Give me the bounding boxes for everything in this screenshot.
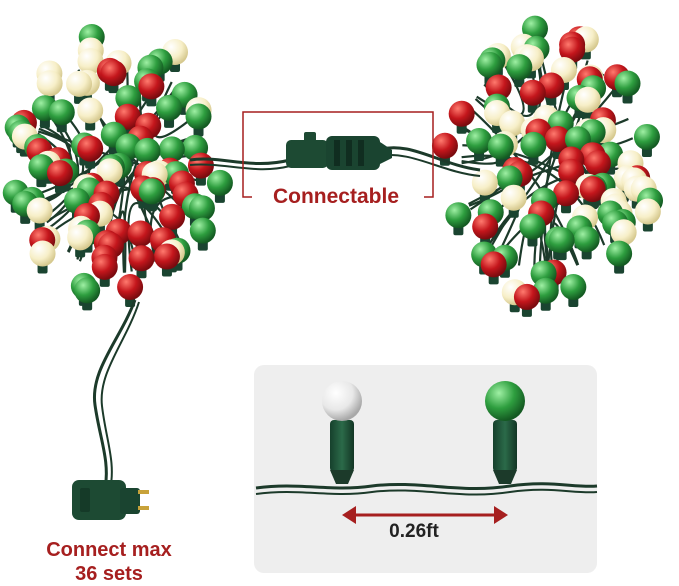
bulb — [573, 226, 600, 253]
bulb — [206, 169, 233, 196]
bulb — [114, 103, 141, 130]
bulb — [466, 128, 493, 155]
bulb — [66, 70, 93, 97]
bulb — [26, 197, 53, 224]
bulb — [48, 99, 75, 126]
spacing-closeup-panel — [254, 365, 598, 573]
bulb — [128, 245, 155, 272]
bulb — [519, 79, 546, 106]
bulb — [513, 283, 540, 310]
bulb — [100, 60, 127, 87]
bulb — [185, 103, 212, 130]
bulb — [159, 203, 186, 230]
bulb — [158, 136, 185, 163]
bulb — [96, 158, 123, 185]
bulb — [485, 74, 512, 101]
bulb — [606, 240, 633, 267]
bulb — [472, 213, 499, 240]
bulb — [519, 213, 546, 240]
bulb — [471, 169, 498, 196]
bulb — [574, 86, 601, 113]
bulb — [74, 277, 101, 304]
bulb — [153, 243, 180, 270]
bulb — [520, 131, 547, 158]
connect-max-line2: 36 sets — [75, 563, 143, 585]
connect-max-label: Connect max 36 sets — [4, 538, 214, 586]
bulb — [77, 97, 104, 124]
bulb — [46, 160, 73, 187]
bulb — [77, 48, 104, 75]
bulb — [548, 227, 575, 254]
bulb-spacing-label: 0.26ft — [389, 521, 439, 542]
bulb — [506, 54, 533, 81]
left-bulb-cluster — [2, 23, 233, 311]
bulb — [91, 253, 118, 280]
male-plug-icon — [72, 480, 149, 520]
bulb — [614, 70, 641, 97]
bulb — [117, 274, 144, 301]
bulb — [77, 135, 104, 162]
double-arrow-icon — [342, 506, 508, 524]
bulb — [560, 273, 587, 300]
bulb — [36, 70, 63, 97]
bulb — [579, 176, 606, 203]
bulb — [431, 132, 458, 159]
bulb — [634, 198, 661, 225]
bulb — [138, 73, 165, 100]
bulb — [633, 123, 660, 150]
bulb — [115, 85, 142, 112]
callout-bracket — [242, 111, 434, 198]
bulb — [445, 202, 472, 229]
bulb — [487, 133, 514, 160]
bulb — [558, 158, 585, 185]
bulb — [67, 224, 94, 251]
bulb — [189, 217, 216, 244]
bulb — [553, 180, 580, 207]
bulb — [156, 94, 183, 121]
bulb — [480, 251, 507, 278]
bulb — [138, 178, 165, 205]
white-bulb-closeup-icon — [322, 381, 362, 484]
lead-wire — [92, 299, 137, 491]
connectable-label: Connectable — [252, 183, 420, 211]
bulb — [544, 126, 571, 153]
bulb — [500, 184, 527, 211]
bulb — [559, 36, 586, 63]
connect-max-line1: Connect max — [46, 539, 172, 561]
bulb — [29, 240, 56, 267]
bulb — [448, 100, 475, 127]
bulb — [127, 220, 154, 247]
bulb — [134, 137, 161, 164]
right-bulb-cluster — [431, 15, 664, 317]
cluster-wire — [127, 202, 175, 272]
bulb — [610, 219, 637, 246]
bulb — [584, 150, 611, 177]
green-bulb-closeup-icon — [485, 381, 525, 484]
bulb — [188, 195, 215, 222]
bulb — [476, 51, 503, 78]
bulb — [499, 110, 526, 137]
plug-connector-icon — [286, 132, 392, 170]
